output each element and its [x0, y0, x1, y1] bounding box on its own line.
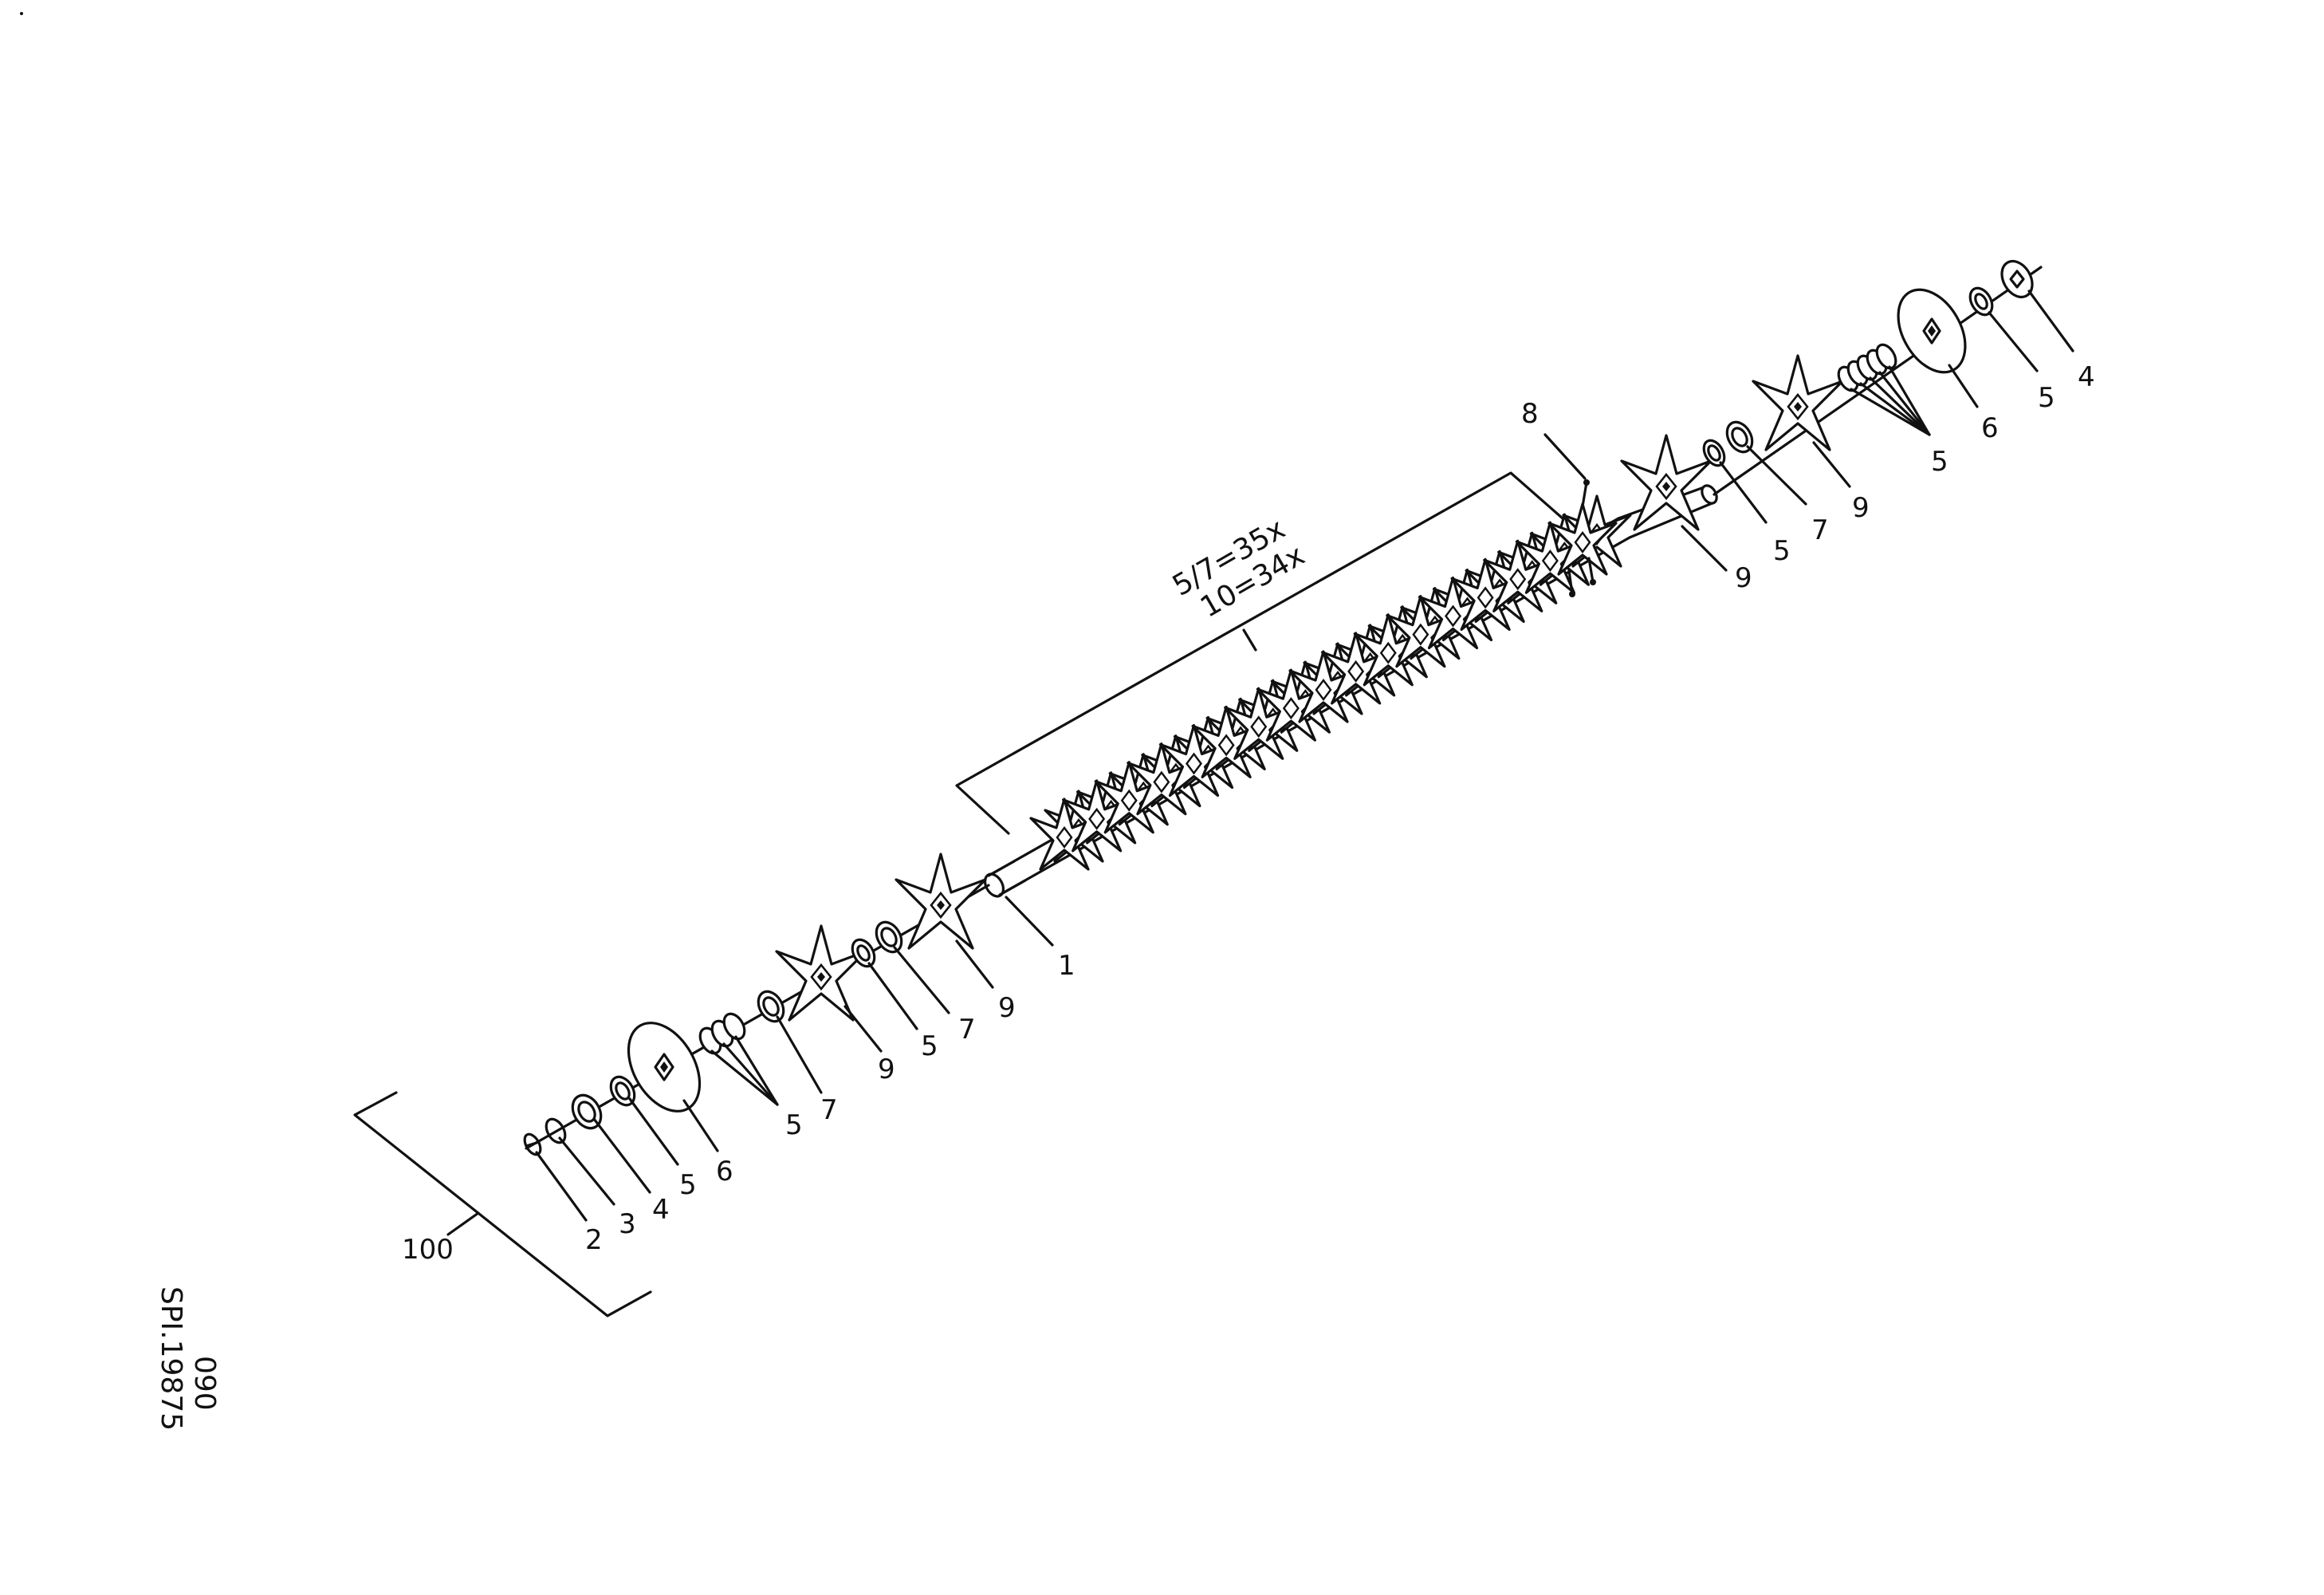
right-spacer-mid	[1725, 420, 1754, 454]
label-right-disc: 6	[1981, 412, 1999, 444]
label-right-star-inner: 9	[1735, 562, 1752, 594]
label-right-washer: 5	[2038, 382, 2055, 414]
drawing-reference: SPI.19875 090	[155, 1286, 221, 1431]
left-star-inner	[895, 853, 987, 950]
leader-lines	[535, 289, 2074, 1222]
left-washer	[609, 1075, 636, 1107]
left-pin	[523, 1132, 542, 1156]
right-spring-group	[1837, 343, 1897, 392]
assembly-label: 100	[402, 1234, 454, 1266]
left-spacer-mid	[875, 920, 903, 954]
label-left-washer: 5	[679, 1169, 697, 1201]
label-right-end-washer: 4	[2078, 361, 2095, 393]
reference-code: 090	[188, 1356, 221, 1411]
right-end-washer	[2000, 259, 2034, 299]
right-washer	[1968, 286, 1994, 317]
label-bolt: 8	[1521, 398, 1539, 430]
label-left-disc: 6	[716, 1156, 733, 1187]
left-spacer-outer	[757, 990, 785, 1023]
label-left-spring-group: 5	[785, 1109, 803, 1141]
corner-dot	[20, 12, 23, 15]
label-right-washer-mid: 5	[1773, 535, 1791, 567]
part-labels: 2 3 4 5 6 5 7 9 5 7 9 1 8 9 5 7 9 5 6 5 …	[585, 361, 2095, 1256]
label-right-spring-group: 5	[1931, 446, 1948, 478]
label-left-spacer-mid: 7	[958, 1014, 976, 1046]
left-star-outer	[775, 924, 867, 1022]
star-rotor-stack	[1029, 494, 1632, 871]
label-left-spacer-outer: 7	[820, 1094, 838, 1126]
bolt	[1567, 479, 1596, 597]
label-right-spacer-mid: 7	[1811, 514, 1829, 546]
assembly-bracket: 100	[353, 1091, 652, 1317]
label-left-end-washer: 4	[652, 1194, 670, 1226]
label-shaft: 1	[1058, 950, 1075, 982]
label-left-washer-mid: 5	[921, 1030, 938, 1062]
quantity-bracket: 5/7=35x 10=34x	[955, 471, 1564, 835]
label-left-star-inner: 9	[998, 992, 1016, 1024]
right-star-inner	[1620, 434, 1713, 531]
label-left-pin: 2	[585, 1224, 603, 1256]
left-disc	[627, 1022, 702, 1113]
left-spring-group	[698, 1012, 746, 1055]
label-right-star-outer: 9	[1852, 492, 1870, 524]
label-left-ring: 3	[619, 1208, 636, 1240]
right-washer-mid	[1702, 439, 1726, 467]
label-left-star-outer: 9	[878, 1053, 895, 1085]
right-disc	[1897, 288, 1967, 374]
reference-number: SPI.19875	[155, 1286, 187, 1431]
